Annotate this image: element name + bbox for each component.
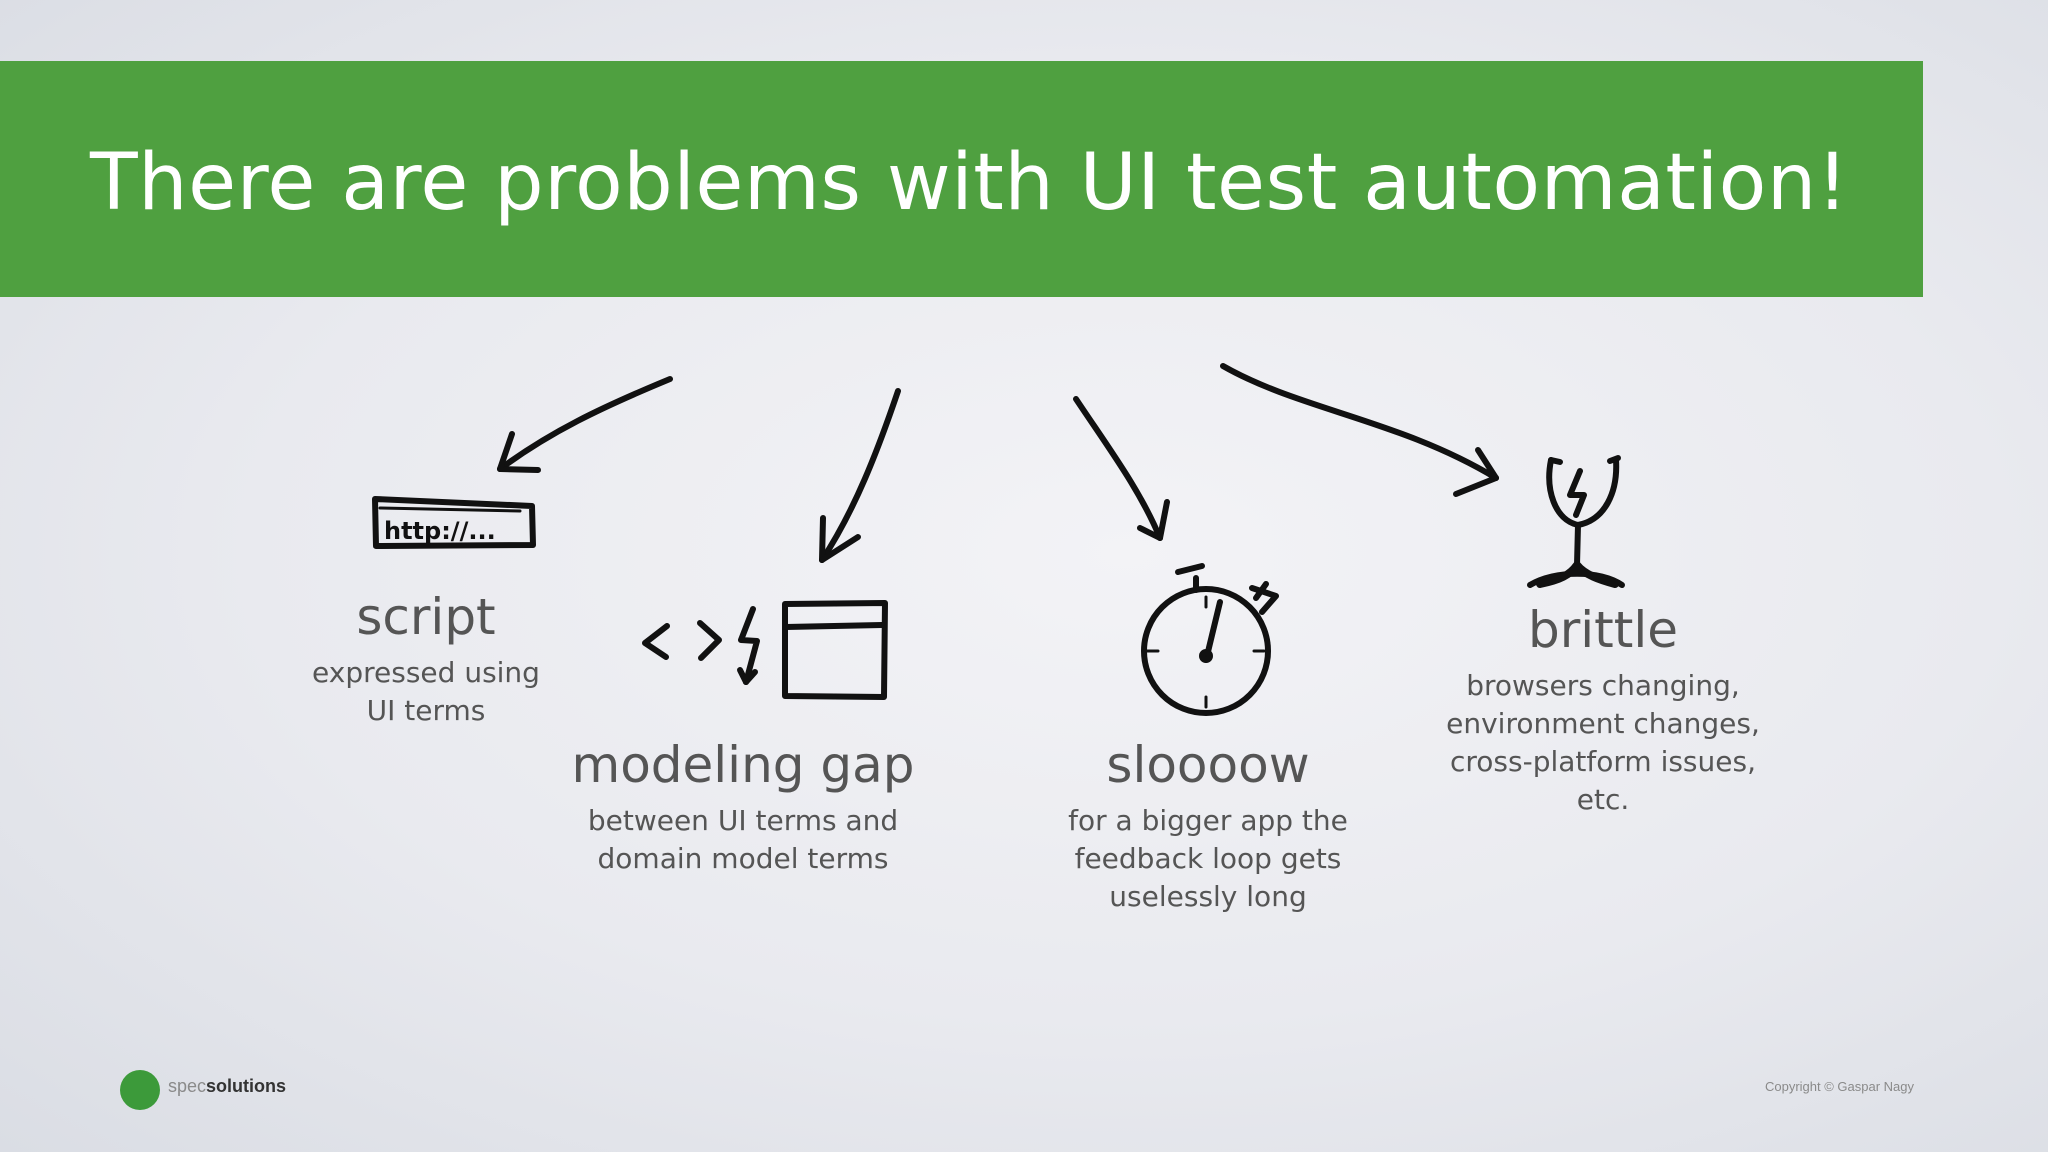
script-line-2: UI terms <box>366 694 486 727</box>
brittle-line-1: browsers changing, <box>1466 669 1740 702</box>
brittle-heading: brittle <box>1527 601 1679 659</box>
brittle-description: browsers changing, environment changes, … <box>1446 667 1760 819</box>
arrow-to-slow <box>1073 396 1170 541</box>
logo-text-bold: solutions <box>206 1076 287 1096</box>
slow-line-3: uselessly long <box>1109 880 1307 913</box>
script-line-1: expressed using <box>312 656 540 689</box>
slow-description: for a bigger app the feedback loop gets … <box>1068 802 1348 916</box>
script-heading: script <box>356 588 496 646</box>
modeling-gap-line-2: domain model terms <box>597 842 889 875</box>
slide-title: There are problems with UI test automati… <box>90 138 1849 228</box>
code-gap-window-icon <box>642 600 888 700</box>
slow-line-1: for a bigger app the <box>1068 804 1348 837</box>
copyright-notice: Copyright © Gaspar Nagy <box>1764 1079 1914 1094</box>
script-description: expressed using UI terms <box>312 654 540 730</box>
stopwatch-icon <box>1141 563 1279 716</box>
brittle-line-2: environment changes, <box>1446 707 1760 740</box>
logo-text-light: spec <box>168 1076 207 1096</box>
modeling-gap-line-1: between UI terms and <box>587 804 899 837</box>
logo-text: specsolutions <box>168 1076 286 1097</box>
modeling-gap-heading: modeling gap <box>571 736 915 794</box>
brittle-line-4: etc. <box>1576 783 1630 816</box>
broken-glass-icon <box>1527 455 1625 588</box>
logo-circle-icon <box>120 1070 160 1110</box>
url-text: http://... <box>384 517 496 545</box>
title-banner: There are problems with UI test automati… <box>0 61 1923 297</box>
url-bar-icon: http://... <box>372 496 536 549</box>
arrow-to-modeling-gap <box>819 388 901 563</box>
arrow-to-script <box>497 376 673 473</box>
arrow-to-brittle <box>1220 363 1499 497</box>
modeling-gap-description: between UI terms and domain model terms <box>588 802 898 878</box>
brittle-line-3: cross-platform issues, <box>1449 745 1756 778</box>
slow-heading: sloooow <box>1106 736 1310 794</box>
slow-line-2: feedback loop gets <box>1074 842 1342 875</box>
